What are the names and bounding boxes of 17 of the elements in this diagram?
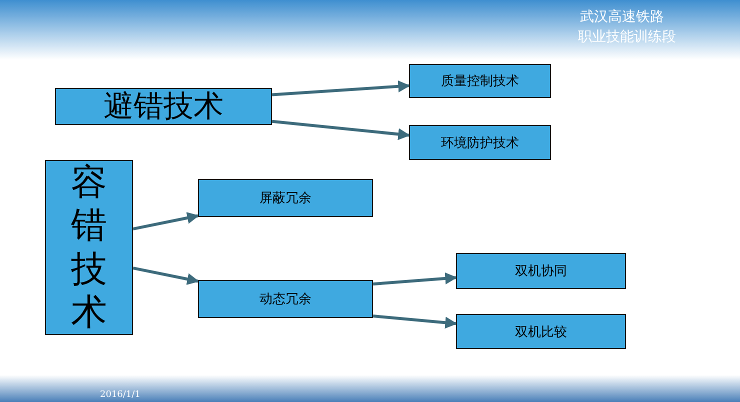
date-text: 2016/1/1 [100, 390, 140, 400]
arrow [372, 272, 458, 286]
arrow [272, 80, 410, 96]
arrow [132, 212, 200, 230]
process-box: 屏蔽冗余 [198, 179, 373, 217]
process-box: 双机协同 [456, 253, 626, 289]
arrow [132, 266, 200, 285]
process-box: 容错技术 [45, 160, 133, 335]
arrow [272, 120, 410, 140]
process-box: 避错技术 [55, 88, 272, 125]
header-text: 职业技能训练段 [578, 28, 676, 46]
process-box: 动态冗余 [198, 280, 373, 318]
process-box: 双机比较 [456, 314, 626, 349]
arrow [372, 314, 458, 329]
process-box: 环境防护技术 [409, 125, 551, 160]
header-text: 武汉高速铁路 [580, 8, 664, 26]
process-box: 质量控制技术 [409, 64, 551, 98]
